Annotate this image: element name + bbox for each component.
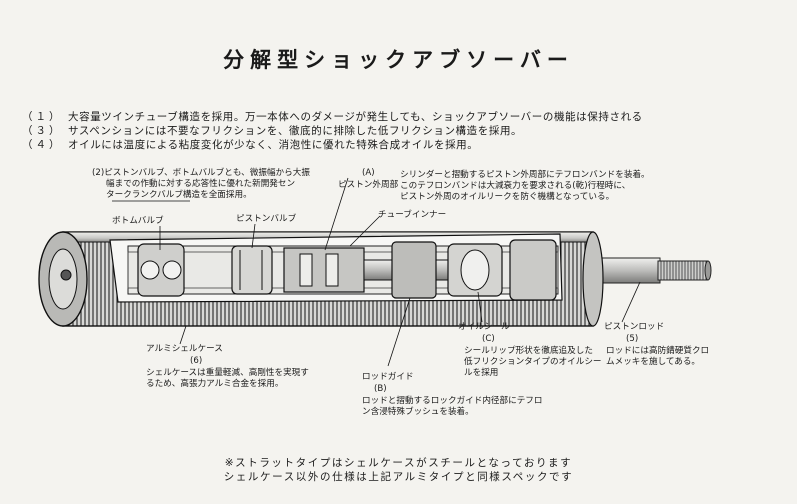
piston-valve-label: ピストンバルブ: [236, 214, 297, 224]
bottom-end-cap: [38, 231, 88, 327]
piston-rod-label: ピストンロッド: [604, 322, 665, 332]
leader-lines: [112, 177, 641, 367]
feature-number: （１）: [22, 111, 63, 123]
piston-rod-desc-line: ロッドには高防錆硬質クロ: [606, 346, 710, 356]
piston-rod-shape: [599, 257, 712, 284]
bottom-valve-label: ボトムバルブ: [112, 216, 164, 226]
feature-3: （３） サスペンションには不要なフリクションを、徹底的に排除した低フリクション構造…: [22, 123, 522, 138]
piston-rod-desc-line: ムメッキを施してある。: [606, 357, 701, 367]
feature-text: 大容量ツインチューブ構造を採用。万一本体へのダメージが発生しても、ショックアブソ…: [68, 111, 643, 123]
rod-guide-description: ロッドと摺動するロックガイド内径部にテフロ ン含浸特殊ブッシュを装着。: [362, 396, 542, 418]
page-title: 分解型ショックアブソーバー: [223, 48, 574, 72]
shell-case-desc-line: るため、高張力アルミ合金を採用。: [146, 379, 284, 389]
piston-outer-mark: (A): [362, 168, 375, 178]
valves-desc-line: (2)ピストンバルブ、ボトムバルブとも、微振幅から大振: [92, 168, 310, 178]
shell-case-description: シェルケースは重量軽減、高剛性を実現す るため、高張力アルミ合金を採用。: [146, 368, 309, 390]
piston-outer-desc-line: ピストン外周のオイルリークを防ぐ機構となっている。: [400, 192, 615, 202]
rod-guide-label: ロッドガイド: [362, 372, 414, 382]
feature-number: （３）: [22, 125, 63, 137]
piston-outer-desc-line: このテフロンバンドは大減衰力を要求される(乾)行程時に、: [400, 181, 631, 191]
rod-guide-mark: (B): [374, 384, 387, 394]
piston-outer-desc-line: シリンダーと摺動するピストン外周部にテフロンバンドを装着。: [400, 170, 650, 180]
oil-seal-mark: (C): [482, 334, 495, 344]
valves-desc-line: タークランクバルブ構造を全面採用。: [106, 190, 252, 200]
tube-inner-label: チューブインナー: [378, 210, 447, 220]
oil-seal-desc-line: ルを採用: [464, 368, 499, 378]
shell-case-mark: (6): [190, 356, 203, 366]
oil-seal-label: オイルシール: [458, 322, 510, 332]
piston-outer-label: ピストン外周部: [338, 180, 399, 190]
feature-number: （４）: [22, 139, 63, 151]
valves-description: (2)ピストンバルブ、ボトムバルブとも、微振幅から大振 幅までの作動に対する応答…: [92, 168, 310, 201]
rod-guide-desc-line: ン含浸特殊ブッシュを装着。: [362, 407, 474, 417]
feature-1: （１） 大容量ツインチューブ構造を採用。万一本体へのダメージが発生しても、ショック…: [22, 109, 643, 124]
feature-text: サスペンションには不要なフリクションを、徹底的に排除した低フリクション構造を採用…: [68, 125, 523, 137]
feature-text: オイルには温度による粘度変化が少なく、消泡性に優れた特殊合成オイルを採用。: [68, 139, 479, 151]
rod-guide-desc-line: ロッドと摺動するロックガイド内径部にテフロ: [362, 396, 543, 406]
footnote-1: ※ストラットタイプはシェルケースがスチールとなっております: [224, 457, 573, 469]
shell-case-desc-line: シェルケースは重量軽減、高剛性を実現す: [146, 368, 309, 378]
shell-case-label: アルミシェルケース: [146, 344, 223, 354]
oil-seal-desc-line: 低フリクションタイプのオイルシー: [464, 357, 602, 367]
piston-outer-description: シリンダーと摺動するピストン外周部にテフロンバンドを装着。 このテフロンバンドは…: [400, 170, 650, 203]
oil-seal-description: シールリップ形状を徹底追及した 低フリクションタイプのオイルシー ルを採用: [464, 346, 602, 379]
footnote-2: シェルケース以外の仕様は上記アルミタイプと同様スペックです: [223, 471, 574, 483]
piston-rod-description: ロッドには高防錆硬質クロ ムメッキを施してある。: [606, 346, 709, 368]
valves-desc-line: 幅までの作動に対する応答性に優れた新開発セン: [106, 179, 296, 189]
oil-seal-desc-line: シールリップ形状を徹底追及した: [464, 346, 593, 356]
feature-4: （４） オイルには温度による粘度変化が少なく、消泡性に優れた特殊合成オイルを採用。: [22, 137, 478, 152]
piston-rod-mark: (5): [626, 334, 639, 344]
inner-tube-assembly: [127, 239, 559, 301]
top-end-cap: [582, 231, 604, 327]
